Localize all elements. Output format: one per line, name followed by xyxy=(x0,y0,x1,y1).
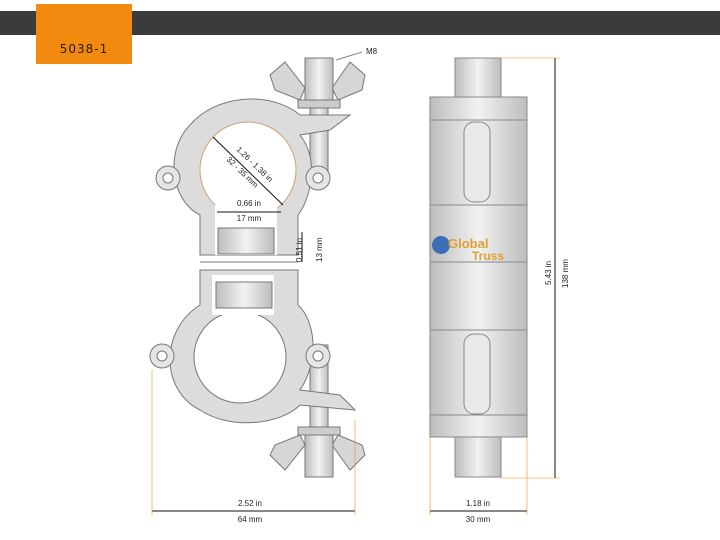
svg-text:Truss: Truss xyxy=(472,249,504,263)
spacer-mm: 13 mm xyxy=(315,237,324,262)
front-view-dimensions xyxy=(151,51,363,515)
part-number: 5038-1 xyxy=(59,42,109,56)
height-mm: 138 mm xyxy=(561,259,570,288)
global-truss-logo: Global Truss xyxy=(432,236,504,263)
svg-text:Global: Global xyxy=(448,236,488,251)
part-number-tab: 5038-1 xyxy=(36,4,132,64)
side-view-dimensions xyxy=(429,57,560,515)
gap-mm: 17 mm xyxy=(237,214,262,223)
width-in: 2.52 in xyxy=(238,499,262,508)
front-view-clamp xyxy=(149,57,366,478)
depth-in: 1.18 in xyxy=(466,499,490,508)
spacer-in: 0.51 in xyxy=(295,238,304,262)
depth-mm: 30 mm xyxy=(466,515,491,524)
width-mm: 64 mm xyxy=(238,515,263,524)
thread-label: M8 xyxy=(366,47,378,56)
gap-in: 0.66 in xyxy=(237,199,261,208)
side-view-clamp xyxy=(429,57,528,478)
height-in: 5.43 in xyxy=(544,261,553,285)
